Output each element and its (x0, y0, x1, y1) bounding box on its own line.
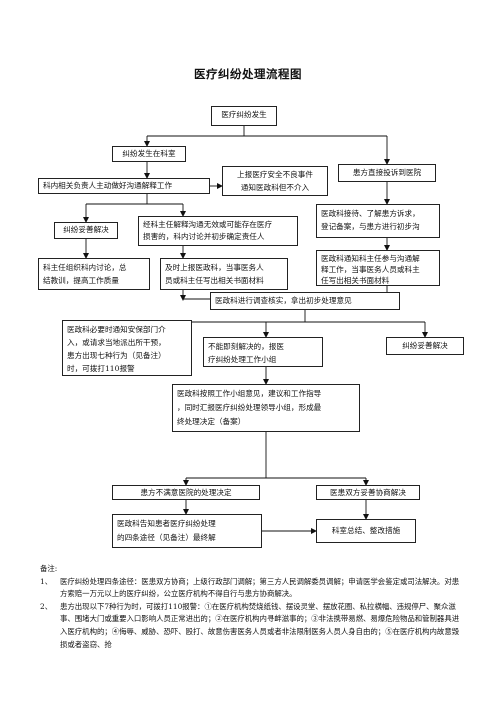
node-work-group: 医政科按照工作小组意见，建议和工作指导 ，同时汇报医疗纠纷处理领导小组，形成最 … (172, 384, 360, 432)
node-dept-head: 科内相关负责人主动做好沟通解释工作 (38, 178, 210, 194)
note-text: 医疗纠纷处理四条途径：医患双方协商；上级行政部门调解；第三方人民调解委员调解；申… (60, 576, 460, 599)
note-item: 1、 医疗纠纷处理四条途径：医患双方协商；上级行政部门调解；第三方人民调解委员调… (40, 576, 464, 601)
node-report-event: 上报医疗安全不良事件 通知医政科但不介入 (222, 166, 328, 196)
node-notify-director: 医政科通知科主任参与沟通解 释工作，当事医务人员或科主 任写出相关书面材料 (316, 250, 440, 286)
node-patient-complaint: 患方直接投诉到医院 (338, 164, 436, 182)
node-in-dept: 纠纷发生在科室 (112, 146, 186, 162)
notes-section: 备注: 1、 医疗纠纷处理四条途径：医患双方协商；上级行政部门调解；第三方人民调… (40, 563, 464, 651)
node-dissatisfied: 患方不满意医院的处理决定 (112, 485, 260, 500)
note-number: 2、 (40, 601, 53, 611)
node-not-resolved: 不能即刻解决的，报医 疗纠纷处理工作小组 (203, 337, 323, 367)
node-agreed: 医患双方妥善协商解决 (316, 485, 420, 500)
node-admin-receive: 医政科接待、了解患方诉求， 登记备案，与患方进行初步沟 (316, 204, 440, 238)
node-resolved-b: 纠纷妥善解决 (386, 337, 464, 355)
note-text: 患方出现以下7种行为时，可拨打110报警：①在医疗机构焚烧纸钱、摆设灵堂、摆放花… (60, 601, 460, 649)
note-item: 2、 患方出现以下7种行为时，可拨打110报警：①在医疗机构焚烧纸钱、摆设灵堂、… (40, 601, 464, 651)
node-dept-discuss: 科主任组织科内讨论，总 结教训，提高工作质量 (38, 258, 150, 290)
node-start: 医疗纠纷发生 (211, 106, 277, 126)
node-police: 医政科必要时通知安保部门介 入，或请求当地派出所干预， 患方出现七种行为（见备注… (62, 320, 192, 376)
node-resolved-a: 纠纷妥善解决 (54, 222, 118, 239)
notes-heading: 备注: (40, 564, 58, 573)
node-investigate: 医政科进行调查核实，拿出初步处理意见 (210, 292, 400, 310)
node-summary: 科室总结、整改措施 (316, 519, 416, 543)
node-report-admin: 及时上报医政科，当事医务人 员或科主任写出相关书面材料 (160, 258, 288, 290)
page-title: 医疗纠纷处理流程图 (194, 67, 302, 81)
node-inform-paths: 医政科告知患者医疗纠纷处理 的四条途径（见备注）最终解 (112, 514, 262, 548)
node-dept-director: 经科主任解释沟通无效或可能存在医疗 损害的，科内讨论并初步确定责任人 (138, 216, 298, 246)
note-number: 1、 (40, 576, 53, 586)
